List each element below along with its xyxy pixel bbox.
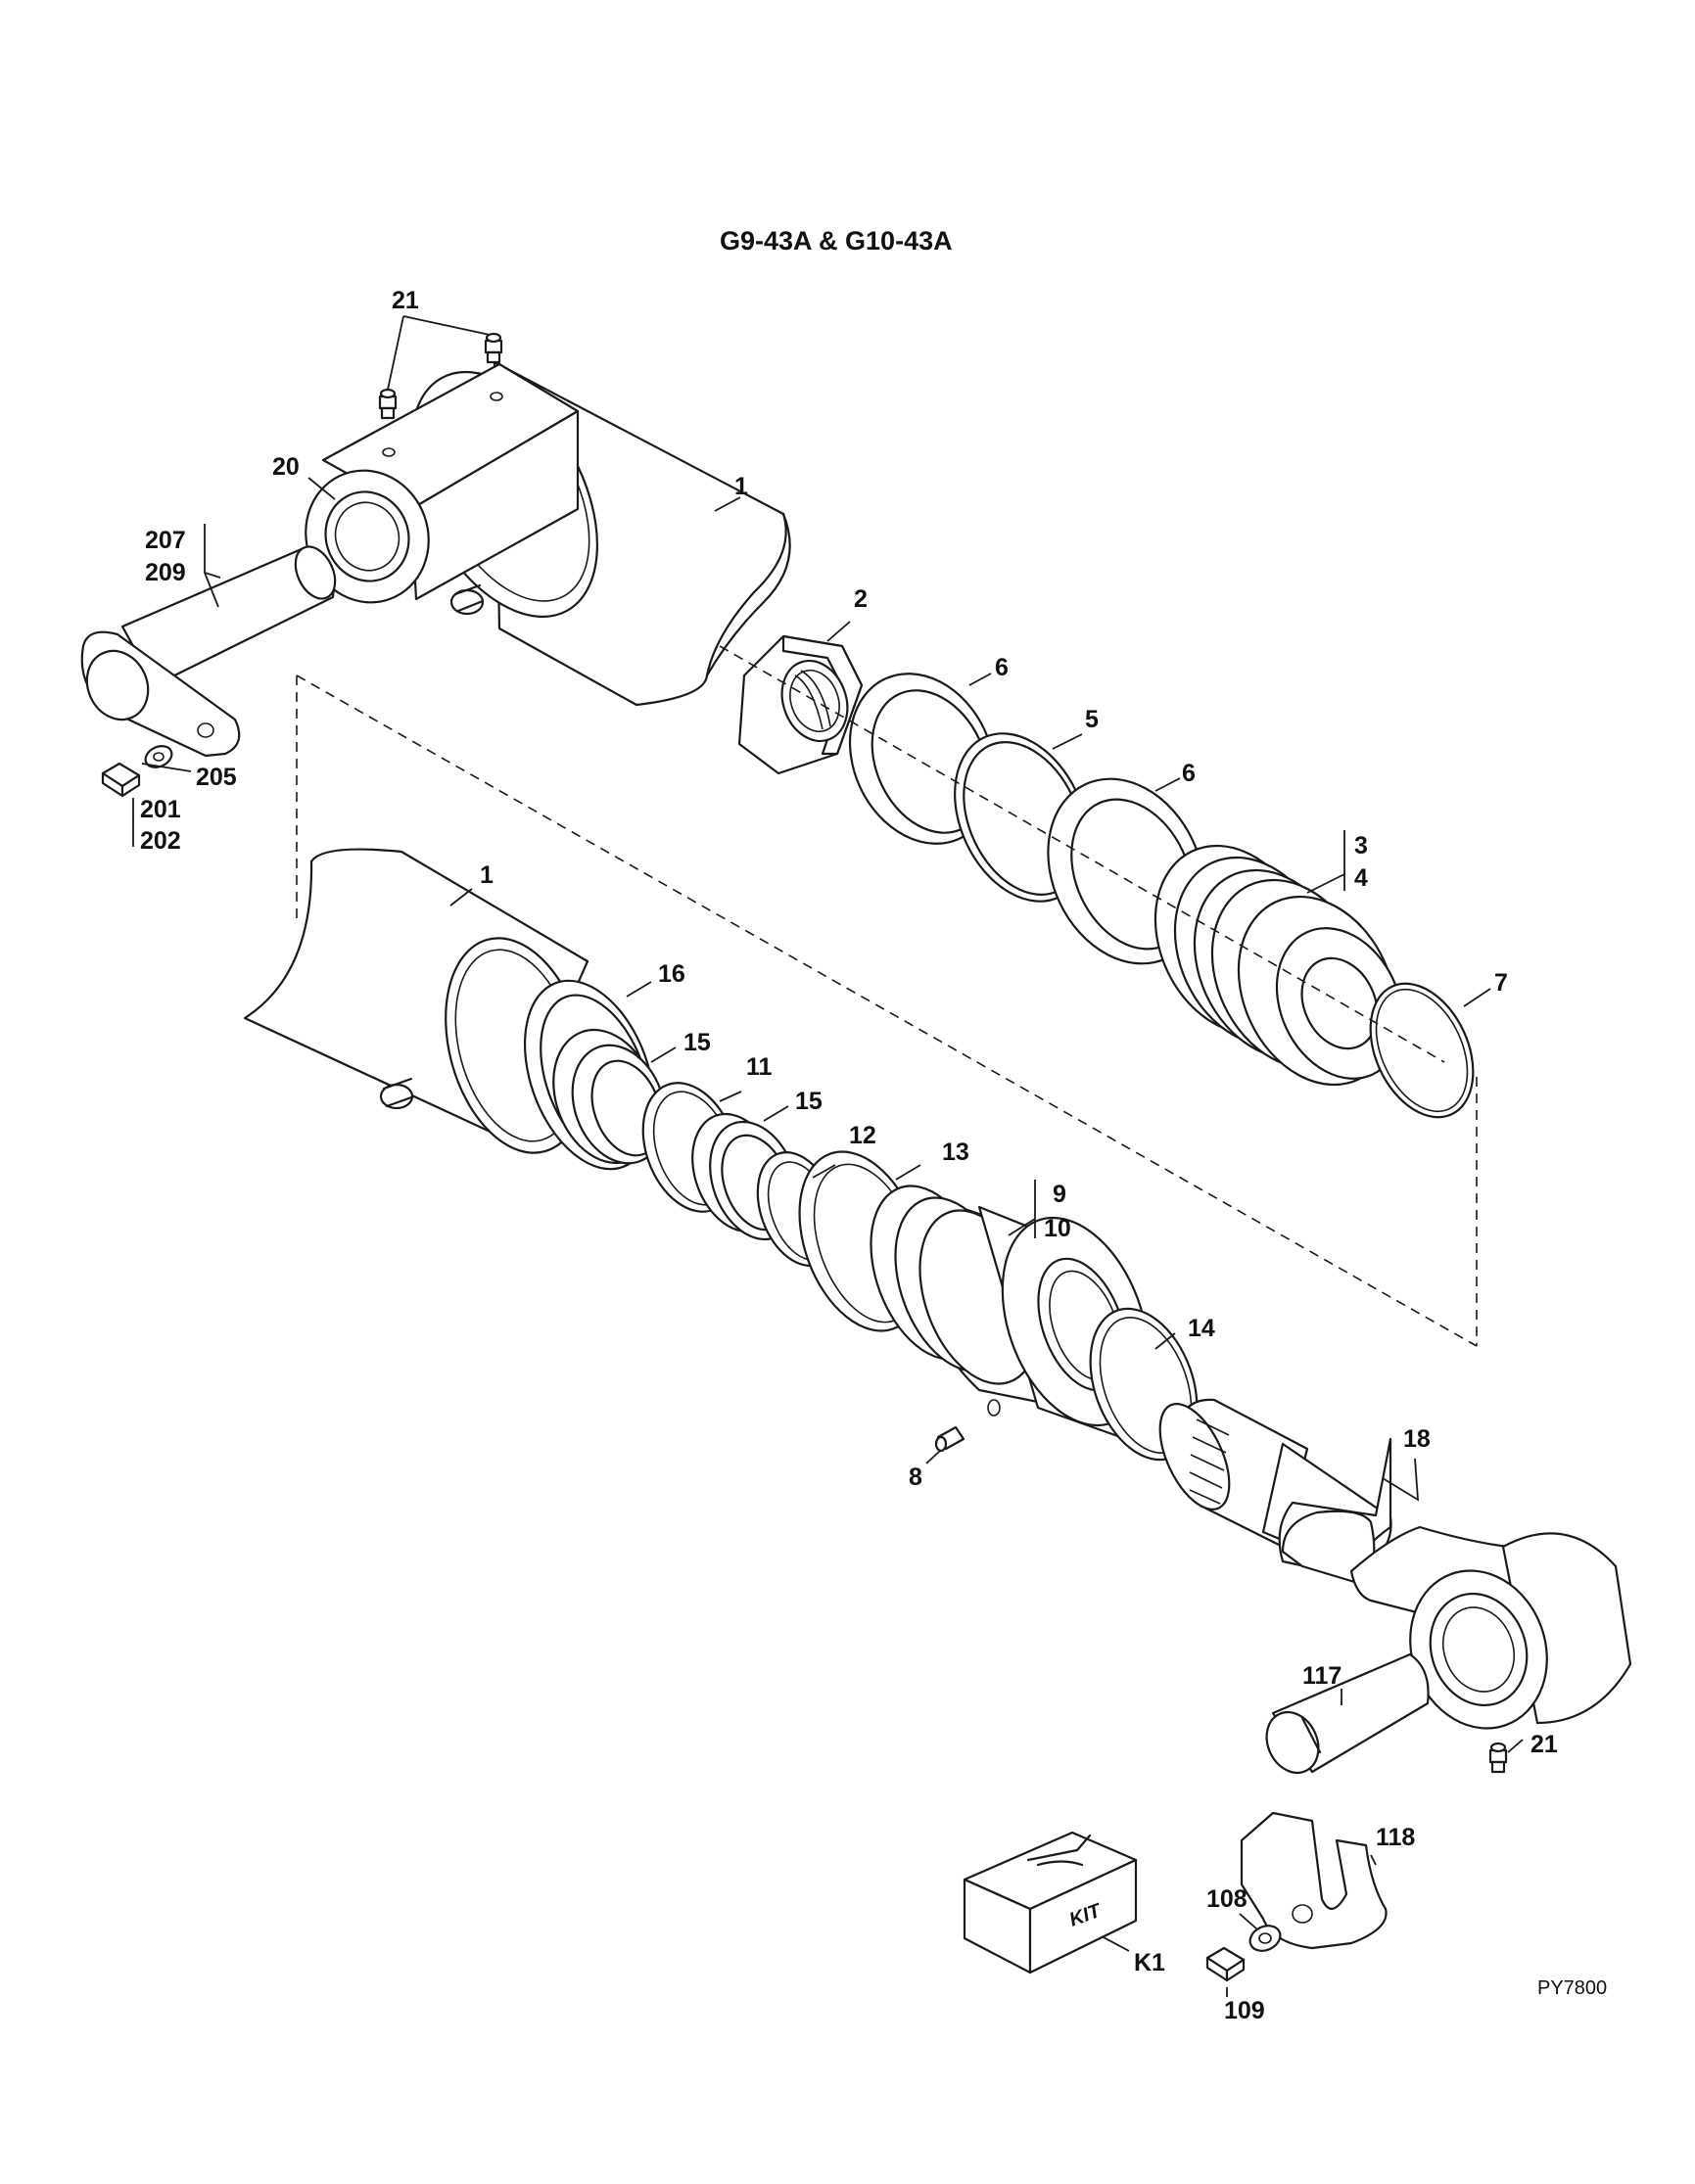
callout-10: 10 bbox=[1044, 1215, 1071, 1242]
callout-202: 202 bbox=[140, 827, 181, 855]
diagram-title: G9-43A & G10-43A bbox=[720, 226, 953, 256]
grease-fitting-top-left bbox=[378, 388, 398, 420]
callout-209: 209 bbox=[145, 559, 186, 586]
callout-11: 11 bbox=[746, 1053, 773, 1081]
callout-15-first: 15 bbox=[683, 1029, 711, 1056]
callout-9: 9 bbox=[1053, 1181, 1066, 1208]
gland-nut-2 bbox=[737, 634, 864, 775]
callout-12: 12 bbox=[849, 1122, 876, 1149]
callout-1-mid: 1 bbox=[480, 861, 494, 889]
piston-9-10 bbox=[870, 1185, 1150, 1441]
callout-3: 3 bbox=[1354, 832, 1368, 860]
callout-k1: K1 bbox=[1134, 1949, 1165, 1976]
bolt-109 bbox=[1205, 1946, 1246, 1982]
callout-8: 8 bbox=[909, 1464, 922, 1491]
pin-207-209 bbox=[80, 545, 337, 758]
callout-109: 109 bbox=[1224, 1997, 1265, 2024]
callout-201: 201 bbox=[140, 796, 181, 823]
callout-205: 205 bbox=[196, 764, 237, 791]
grease-fitting-top-right bbox=[484, 332, 503, 364]
callout-20: 20 bbox=[272, 453, 300, 481]
callout-2: 2 bbox=[854, 585, 868, 613]
callout-207: 207 bbox=[145, 527, 186, 554]
barrel-upper bbox=[305, 360, 791, 707]
pin-117 bbox=[1265, 1652, 1430, 1774]
drawing-code: PY7800 bbox=[1537, 1977, 1607, 1999]
callout-117: 117 bbox=[1302, 1662, 1342, 1690]
rod-18 bbox=[1158, 1398, 1632, 1730]
set-screw-8 bbox=[934, 1425, 965, 1453]
callout-16: 16 bbox=[658, 960, 685, 988]
callout-21-top: 21 bbox=[392, 287, 419, 314]
leader-lines bbox=[132, 315, 1524, 1997]
callout-4: 4 bbox=[1354, 864, 1368, 892]
callout-7: 7 bbox=[1494, 969, 1508, 997]
callout-118: 118 bbox=[1376, 1824, 1415, 1851]
callout-6-second: 6 bbox=[1182, 760, 1196, 787]
callout-18: 18 bbox=[1403, 1425, 1431, 1453]
callout-21-bottom: 21 bbox=[1530, 1731, 1558, 1758]
callout-13: 13 bbox=[942, 1138, 969, 1166]
washer-108 bbox=[1248, 1925, 1282, 1952]
callout-1-top: 1 bbox=[734, 473, 748, 500]
grease-fitting-bottom bbox=[1488, 1742, 1508, 1774]
callout-14: 14 bbox=[1188, 1315, 1215, 1342]
callout-108: 108 bbox=[1206, 1885, 1248, 1913]
kit-box-k1: KIT bbox=[963, 1831, 1138, 1975]
retaining-plate-118 bbox=[1240, 1811, 1388, 1950]
bolt-201-202 bbox=[101, 762, 141, 798]
callout-15-second: 15 bbox=[795, 1088, 823, 1115]
washer-205 bbox=[144, 745, 173, 768]
o-ring-7 bbox=[1369, 982, 1475, 1119]
callout-labels: 21 20 1 207 209 2 6 5 6 205 201 202 3 4 … bbox=[140, 287, 1558, 2024]
callout-6-first: 6 bbox=[995, 654, 1009, 681]
callout-5: 5 bbox=[1085, 706, 1099, 733]
